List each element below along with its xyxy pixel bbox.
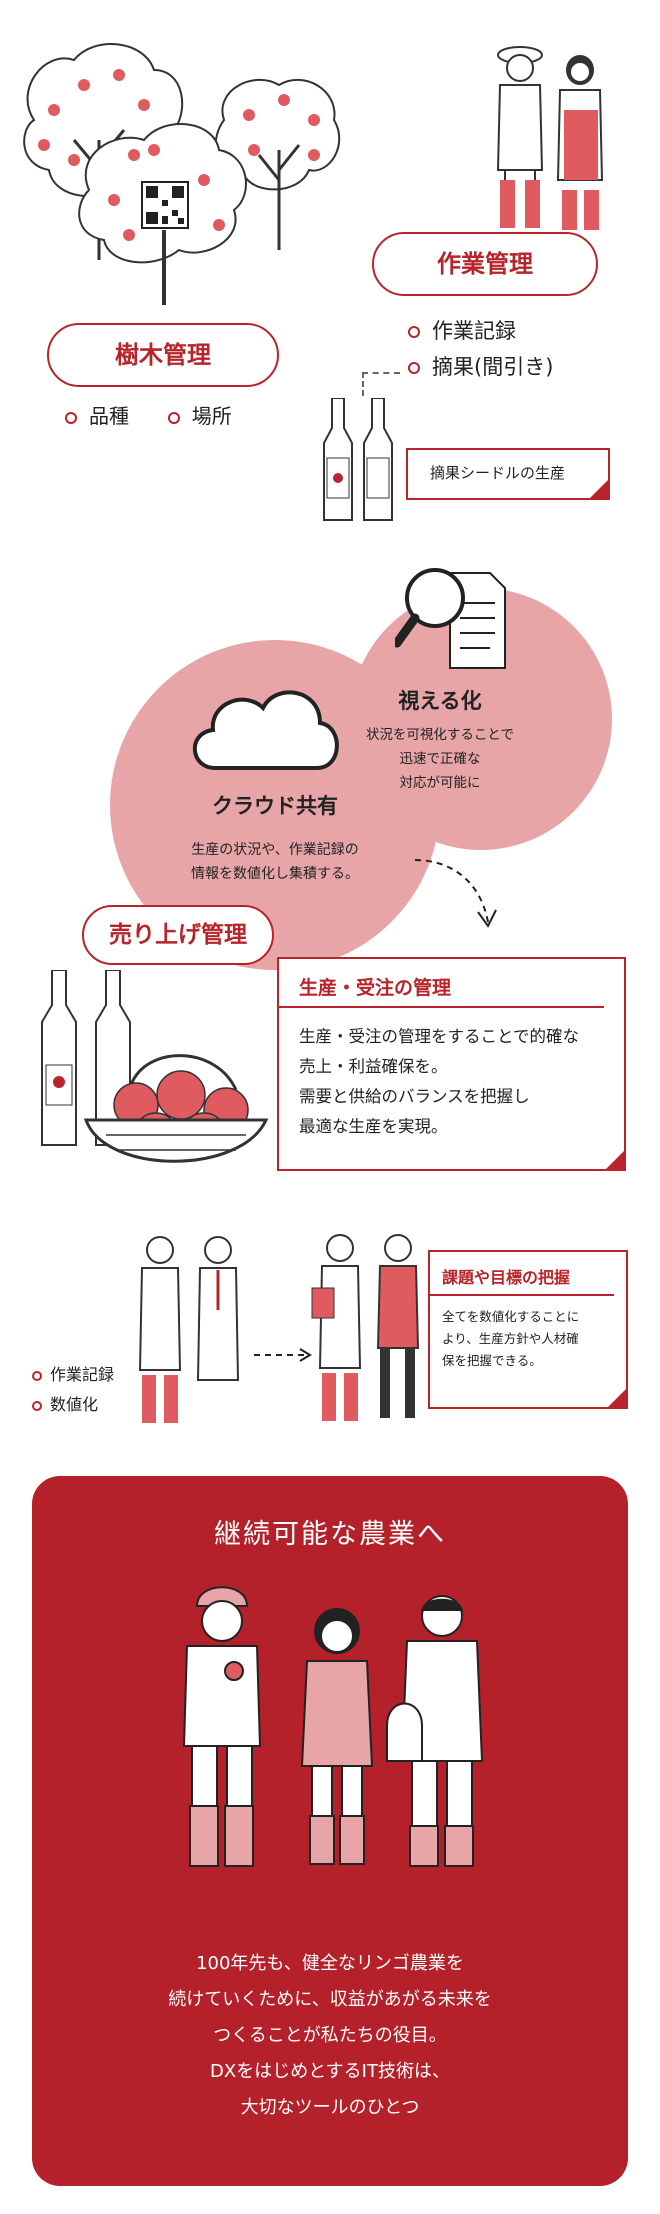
tree-management-title: 樹木管理 [115,341,211,369]
production-order-box: 生産・受注の管理 生産・受注の管理をすることで的確な 売上・利益確保を。 需要と… [277,957,626,1171]
farmer-illustration [172,1576,502,1876]
cloud-share-text: クラウド共有 生産の状況や、作業記録の 情報を数値化し集積する。 [140,790,410,886]
arrow-icon [410,850,500,940]
bullet-icon [32,1400,42,1411]
sales-management-pill: 売り上げ管理 [82,905,274,965]
sales-management-title: 売り上げ管理 [109,922,247,948]
cider-label-box: 摘果シードルの生産 [406,448,610,500]
tree-management-pill: 樹木管理 [47,323,279,387]
list-item: 作業記録 [408,313,553,349]
farmer-illustration [310,1228,430,1428]
cider-bottle-icon [322,398,402,523]
corner-decoration [606,1387,628,1409]
cloud-title: クラウド共有 [212,794,338,818]
list-item: 数値化 [32,1390,114,1420]
farmer-illustration [470,30,630,245]
sustainable-title: 継続可能な農業へ [214,1519,446,1550]
arrow-icon [252,1345,314,1365]
farmer-illustration [130,1230,250,1430]
visualize-title: 視える化 [398,689,482,713]
qr-code-icon [141,181,189,229]
work-management-title: 作業管理 [437,250,533,278]
cloud-icon [185,678,345,778]
corner-decoration [604,1149,626,1171]
apple-basket-icon [36,970,286,1220]
bullet-icon [32,1370,42,1381]
bullet-icon [167,411,180,424]
tree-management-list: 品種 場所 [65,400,232,429]
bullet-icon [65,411,77,424]
connector-line [362,372,400,396]
goal-items-list: 作業記録 数値化 [32,1360,114,1420]
production-order-title: 生産・受注の管理 [279,959,604,1008]
bullet-icon [408,362,420,374]
goals-box: 課題や目標の把握 全てを数値化することに より、生産方針や人材確 保を把握できる… [428,1250,628,1409]
apple-trees-illustration [14,30,344,315]
corner-decoration [588,478,610,500]
work-management-pill: 作業管理 [372,232,598,296]
visualize-text: 視える化 状況を可視化することで 迅速で正確な 対応が可能に [355,685,525,795]
list-item: 作業記録 [32,1360,114,1390]
list-item: 摘果(間引き) [408,349,553,385]
bullet-icon [408,326,420,338]
work-management-list: 作業記録 摘果(間引き) [408,313,553,385]
apple-tree-icon [23,43,341,305]
cider-label: 摘果シードルの生産 [430,464,566,482]
sustainable-message: 100年先も、健全なリンゴ農業を 続けていくために、収益があがる未来を つくるこ… [168,1953,492,2118]
sustainable-panel: 継続可能な農業へ [32,1476,628,2186]
magnifier-document-icon [395,558,515,683]
goals-title: 課題や目標の把握 [430,1252,614,1296]
